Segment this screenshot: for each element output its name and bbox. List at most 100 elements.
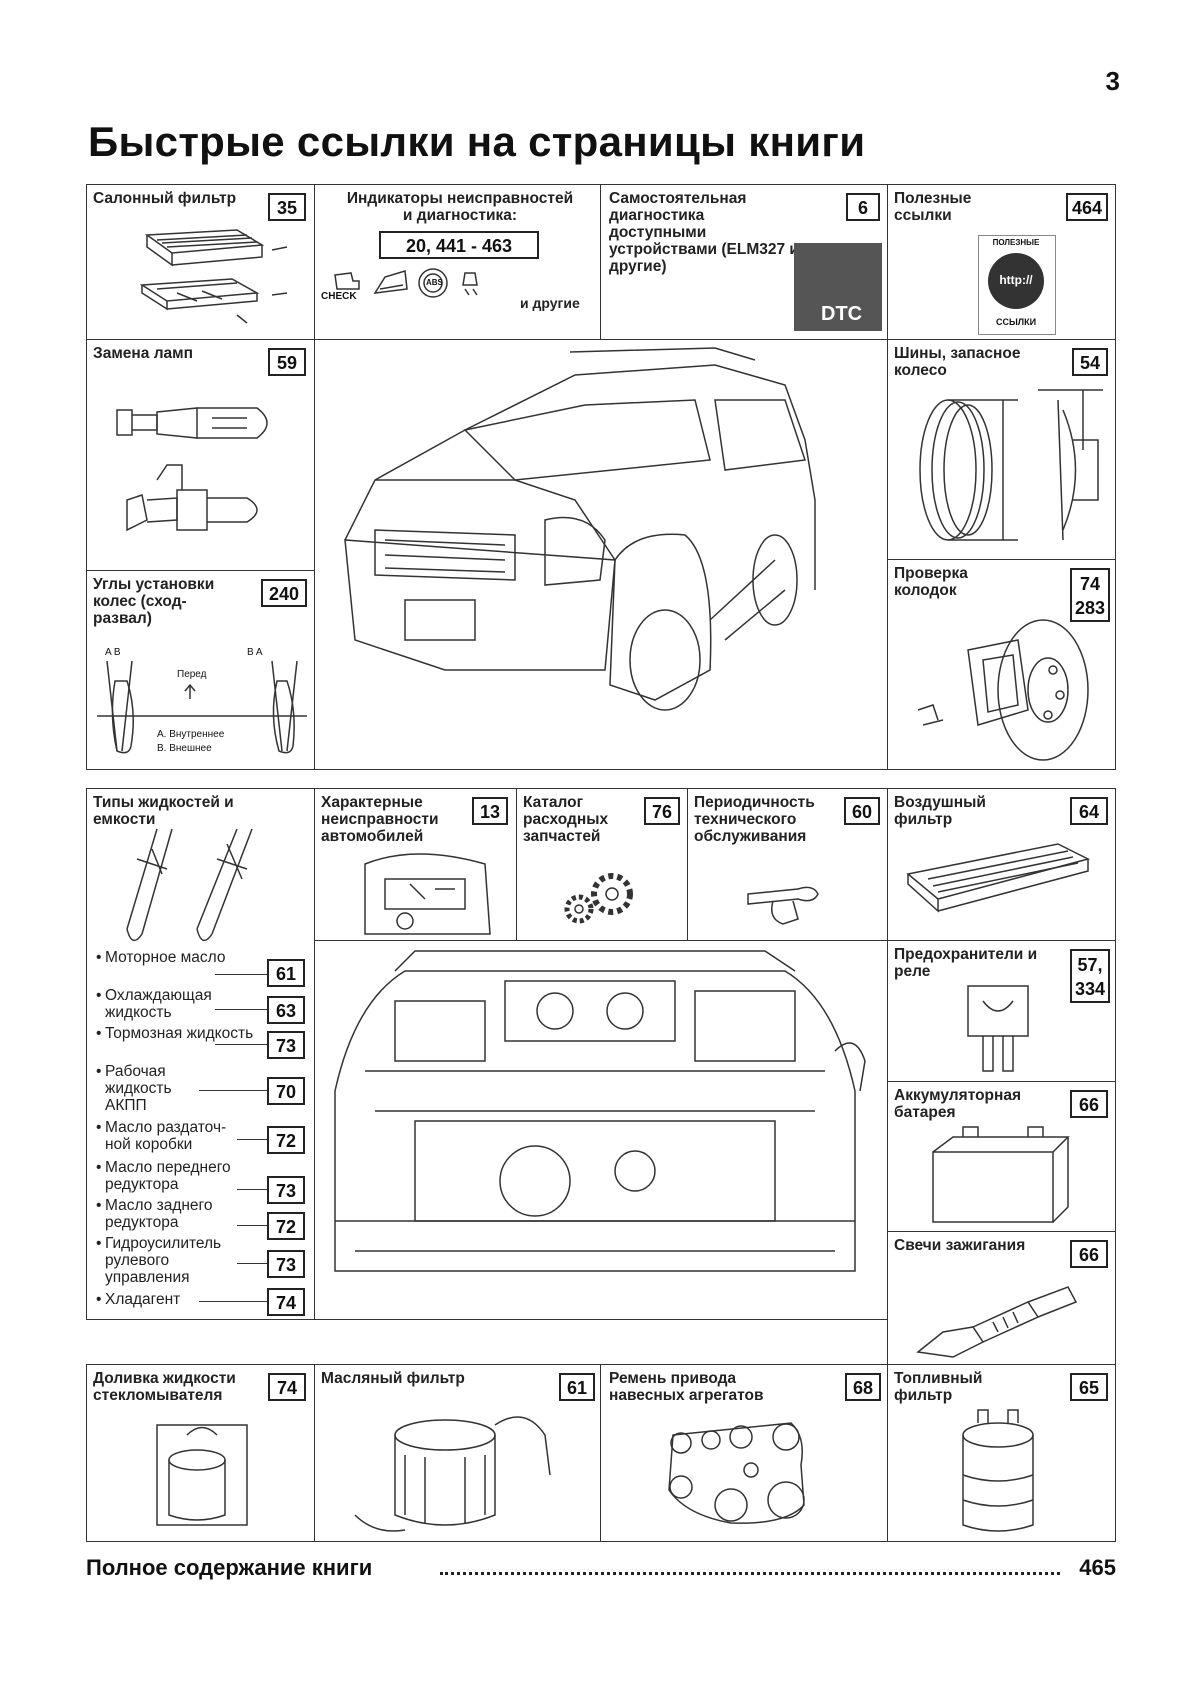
footer-dot-leader: [440, 1572, 1060, 1575]
washer-label: Доливка жидкости стекломывателя: [93, 1370, 236, 1404]
alignment-b-a: B A: [247, 647, 263, 658]
cell-engine-bay-image: [314, 940, 888, 1320]
cell-alignment[interactable]: Углы установки колес (сход-развал) 240 A…: [86, 570, 315, 770]
alignment-legend-a: A. Внутреннее: [157, 729, 225, 740]
air-filter-icon: [906, 843, 1091, 913]
cell-catalog[interactable]: Каталог расходных запчастей 76: [516, 788, 688, 941]
fuel-filter-page[interactable]: 65: [1070, 1373, 1108, 1401]
fluid-page-5[interactable]: 73: [267, 1176, 305, 1204]
brake-caliper-icon: [917, 619, 1089, 761]
cell-useful-links[interactable]: Полезные ссылки 464 ПОЛЕЗНЫЕ http:// ССЫ…: [887, 184, 1116, 340]
useful-links-badge-top: ПОЛЕЗНЫЕ: [992, 238, 1040, 247]
fuses-label: Предохранители и реле: [894, 946, 1038, 980]
dtc-badge-text: DTC: [821, 303, 863, 325]
cell-faults[interactable]: Характерные неисправности автомобилей 13: [314, 788, 517, 941]
oil-filter-icon: [354, 1416, 551, 1532]
useful-links-label: Полезные ссылки: [894, 190, 972, 224]
cell-brake-pads[interactable]: Проверка колодок 74 283: [887, 559, 1116, 770]
brake-pads-pages[interactable]: 74 283: [1070, 568, 1110, 622]
brake-pads-page-2: 283: [1074, 598, 1106, 618]
tires-page[interactable]: 54: [1072, 348, 1108, 376]
fuses-page-2: 334: [1074, 979, 1106, 999]
periodicity-page[interactable]: 60: [844, 797, 880, 825]
suv-illustration: [344, 347, 816, 711]
indicators-pages[interactable]: 20, 441 - 463: [379, 231, 539, 259]
self-diag-label: Самостоятельная диагностика доступными у…: [609, 190, 799, 275]
cell-fuel-filter[interactable]: Топливный фильтр 65: [887, 1364, 1116, 1542]
cell-indicators[interactable]: Индикаторы неисправностей и диагностика:…: [314, 184, 601, 340]
cell-washer[interactable]: Доливка жидкости стекломывателя 74: [86, 1364, 315, 1542]
fluid-item-8: Хладагент: [96, 1291, 255, 1308]
cell-periodicity[interactable]: Периодичность технического обслуживания …: [687, 788, 888, 941]
air-filter-label: Воздушный фильтр: [894, 794, 986, 828]
fluid-page-1[interactable]: 63: [267, 996, 305, 1024]
cell-self-diag[interactable]: Самостоятельная диагностика доступными у…: [600, 184, 888, 340]
fluid-item-1: Охлаждающая жидкость: [96, 987, 255, 1021]
engine-bay-illustration: [334, 950, 866, 1272]
cell-air-filter[interactable]: Воздушный фильтр 64: [887, 788, 1116, 941]
fluid-page-3[interactable]: 70: [267, 1077, 305, 1105]
wheel-alignment-icon: [97, 660, 307, 754]
indicators-label-2: и диагностика:: [402, 207, 518, 224]
washer-reservoir-icon: [156, 1424, 248, 1526]
fluid-item-5: Масло переднего редуктора: [96, 1159, 235, 1193]
alignment-label: Углы установки колес (сход-развал): [93, 576, 215, 627]
warning-lamps-icon: [334, 268, 478, 298]
spark-plugs-page[interactable]: 66: [1070, 1240, 1108, 1268]
battery-page[interactable]: 66: [1070, 1090, 1108, 1118]
fluid-page-0[interactable]: 61: [267, 959, 305, 987]
belt-label: Ремень привода навесных агрегатов: [609, 1370, 764, 1404]
tires-label: Шины, запасное колесо: [894, 345, 1021, 379]
cell-lamps[interactable]: Замена ламп 59: [86, 339, 315, 571]
air-filter-page[interactable]: 64: [1070, 797, 1108, 825]
fuel-filter-icon: [962, 1409, 1034, 1532]
catalog-label: Каталог расходных запчастей: [523, 794, 609, 845]
indicators-label-1: Индикаторы неисправностей: [346, 190, 574, 207]
fluid-page-6[interactable]: 72: [267, 1212, 305, 1240]
globe-icon: [988, 253, 1044, 309]
fluid-item-3: Рабочая жидкость АКПП: [96, 1063, 195, 1114]
fluid-page-4[interactable]: 72: [267, 1126, 305, 1154]
cell-belt[interactable]: Ремень привода навесных агрегатов 68: [600, 1364, 888, 1542]
fluid-item-7: Гидроусилитель рулевого управления: [96, 1235, 255, 1286]
catalog-page[interactable]: 76: [644, 797, 680, 825]
cabin-filter-page[interactable]: 35: [268, 193, 306, 221]
cell-cabin-filter[interactable]: Салонный фильтр 35: [86, 184, 315, 340]
alignment-page[interactable]: 240: [261, 579, 307, 607]
belt-drive-icon: [668, 1422, 805, 1524]
belt-page[interactable]: 68: [845, 1373, 881, 1401]
useful-links-page[interactable]: 464: [1066, 193, 1108, 221]
footer-contents-link[interactable]: Полное содержание книги: [86, 1555, 373, 1580]
tire-diagram-icon: [919, 389, 1103, 541]
cell-fuses[interactable]: Предохранители и реле 57, 334: [887, 940, 1116, 1082]
self-diag-page[interactable]: 6: [846, 193, 880, 221]
alignment-front: Перед: [177, 669, 207, 680]
spark-plugs-label: Свечи зажигания: [894, 1237, 1026, 1254]
brake-pads-label: Проверка колодок: [894, 565, 968, 599]
cell-oil-filter[interactable]: Масляный фильтр 61: [314, 1364, 601, 1542]
cell-fluids[interactable]: Типы жидкостей и емкости Моторное масло …: [86, 788, 315, 1320]
fluid-item-6: Масло заднего редуктора: [96, 1197, 235, 1231]
washer-page[interactable]: 74: [268, 1373, 306, 1401]
fuses-page-1: 57,: [1077, 955, 1103, 975]
cell-tires[interactable]: Шины, запасное колесо 54: [887, 339, 1116, 560]
alignment-legend-b: B. Внешнее: [157, 743, 212, 754]
battery-label: Аккумуляторная батарея: [894, 1087, 1022, 1121]
fluid-page-7[interactable]: 73: [267, 1250, 305, 1278]
abs-text: ABS: [426, 278, 443, 287]
footer-page[interactable]: 465: [1079, 1555, 1116, 1580]
cell-battery[interactable]: Аккумуляторная батарея 66: [887, 1081, 1116, 1232]
lamps-page[interactable]: 59: [268, 348, 306, 376]
fluids-label: Типы жидкостей и емкости: [93, 794, 234, 828]
fluid-page-8[interactable]: 74: [267, 1288, 305, 1316]
fluid-page-2[interactable]: 73: [267, 1031, 305, 1059]
fuel-filter-label: Топливный фильтр: [894, 1370, 983, 1404]
cabin-filter-icon: [139, 229, 288, 324]
fuses-pages[interactable]: 57, 334: [1070, 949, 1110, 1003]
brake-pads-page-1: 74: [1079, 574, 1101, 594]
check-text: CHECK: [321, 291, 357, 302]
cell-spark-plugs[interactable]: Свечи зажигания 66: [887, 1231, 1116, 1365]
faults-page[interactable]: 13: [472, 797, 508, 825]
cell-vehicle-image: [314, 339, 888, 770]
oil-filter-page[interactable]: 61: [559, 1373, 595, 1401]
